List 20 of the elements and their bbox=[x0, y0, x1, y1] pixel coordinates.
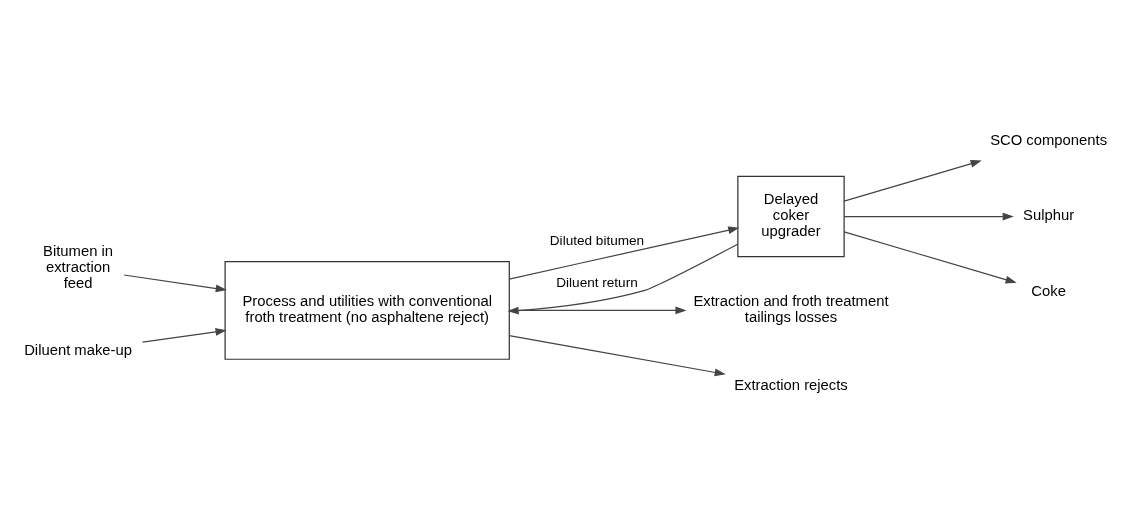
arrow bbox=[141, 327, 227, 343]
node-text: Sulphur bbox=[1023, 207, 1075, 224]
arrow bbox=[508, 335, 726, 377]
node-box: Process and utilities with conventional froth treatment (no asphaltene reject) bbox=[224, 261, 510, 360]
node-text: Coke bbox=[1031, 282, 1066, 299]
arrow bbox=[508, 306, 687, 315]
node-text: Bitumen in extraction feed bbox=[43, 243, 114, 292]
edge-label: Diluted bitumen bbox=[549, 232, 645, 248]
node-box: Delayed coker upgrader bbox=[737, 175, 845, 258]
arrow bbox=[123, 274, 227, 293]
node-text: Extraction rejects bbox=[734, 376, 848, 393]
node-text: Extraction and froth treatment tailings losses bbox=[693, 293, 889, 326]
arrow bbox=[843, 231, 1017, 284]
node-text: Diluent make-up bbox=[24, 342, 133, 359]
arrow bbox=[843, 159, 982, 202]
arrow bbox=[507, 243, 739, 315]
edge-label: Diluent return bbox=[556, 274, 638, 290]
arrow bbox=[508, 226, 740, 280]
node-text: SCO components bbox=[990, 132, 1108, 149]
arrow bbox=[843, 212, 1014, 221]
